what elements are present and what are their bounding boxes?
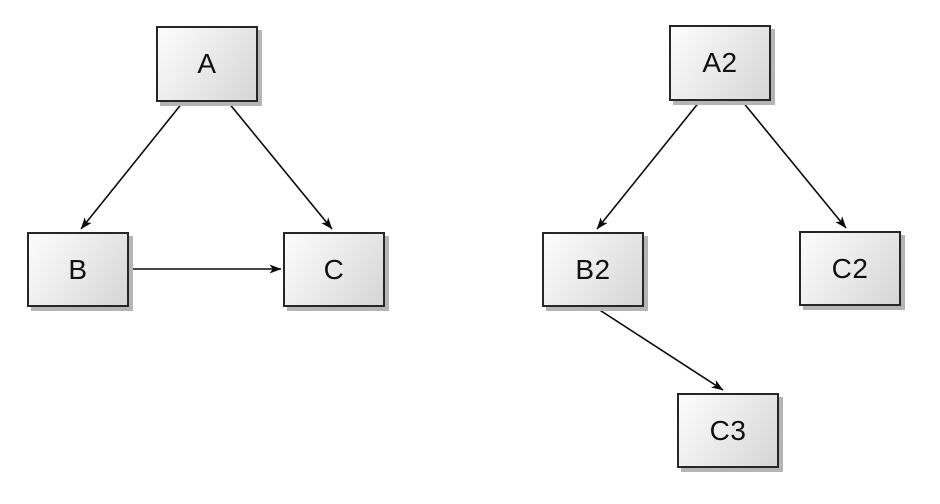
node-B2: B2 bbox=[542, 232, 644, 307]
edge-A2-C2 bbox=[741, 100, 847, 229]
edge-A2-B2 bbox=[596, 100, 701, 230]
node-A: A bbox=[156, 26, 258, 102]
edge-B2-C3 bbox=[594, 306, 724, 391]
edge-A-C bbox=[227, 101, 333, 230]
node-C3: C3 bbox=[677, 393, 779, 468]
node-C: C bbox=[283, 232, 385, 307]
node-A2: A2 bbox=[669, 25, 771, 101]
node-C2: C2 bbox=[799, 231, 901, 306]
edge-A-B bbox=[80, 101, 184, 230]
node-B: B bbox=[27, 232, 129, 307]
